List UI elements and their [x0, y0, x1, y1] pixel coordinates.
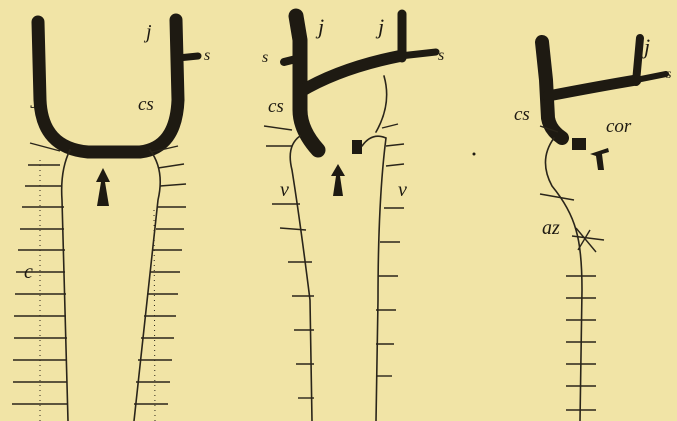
- middle-label-s-left: s: [262, 49, 268, 66]
- right-label-cor: cor: [606, 116, 632, 137]
- stray-dot: [473, 153, 476, 156]
- middle-label-s-right: s: [438, 47, 444, 64]
- middle-label-v-left: v: [280, 179, 289, 201]
- right-jugular-branch: [636, 38, 640, 82]
- right-duct-block: [572, 138, 586, 150]
- left-label-s: s: [204, 47, 210, 64]
- right-label-s: s: [666, 67, 672, 82]
- middle-left-subclavian: [284, 58, 300, 62]
- left-subclavian-branch: [178, 56, 198, 58]
- left-duct-block: [113, 146, 125, 158]
- middle-label-v-right: v: [398, 179, 407, 201]
- middle-right-subclavian: [400, 52, 436, 56]
- middle-duct-block: [352, 140, 362, 154]
- left-label-c: c: [24, 261, 33, 283]
- middle-label-cs: cs: [268, 96, 284, 117]
- right-label-cs: cs: [514, 104, 530, 125]
- left-label-cs: cs: [138, 94, 154, 115]
- right-label-az: az: [542, 217, 560, 239]
- left-duct-block: [92, 146, 104, 158]
